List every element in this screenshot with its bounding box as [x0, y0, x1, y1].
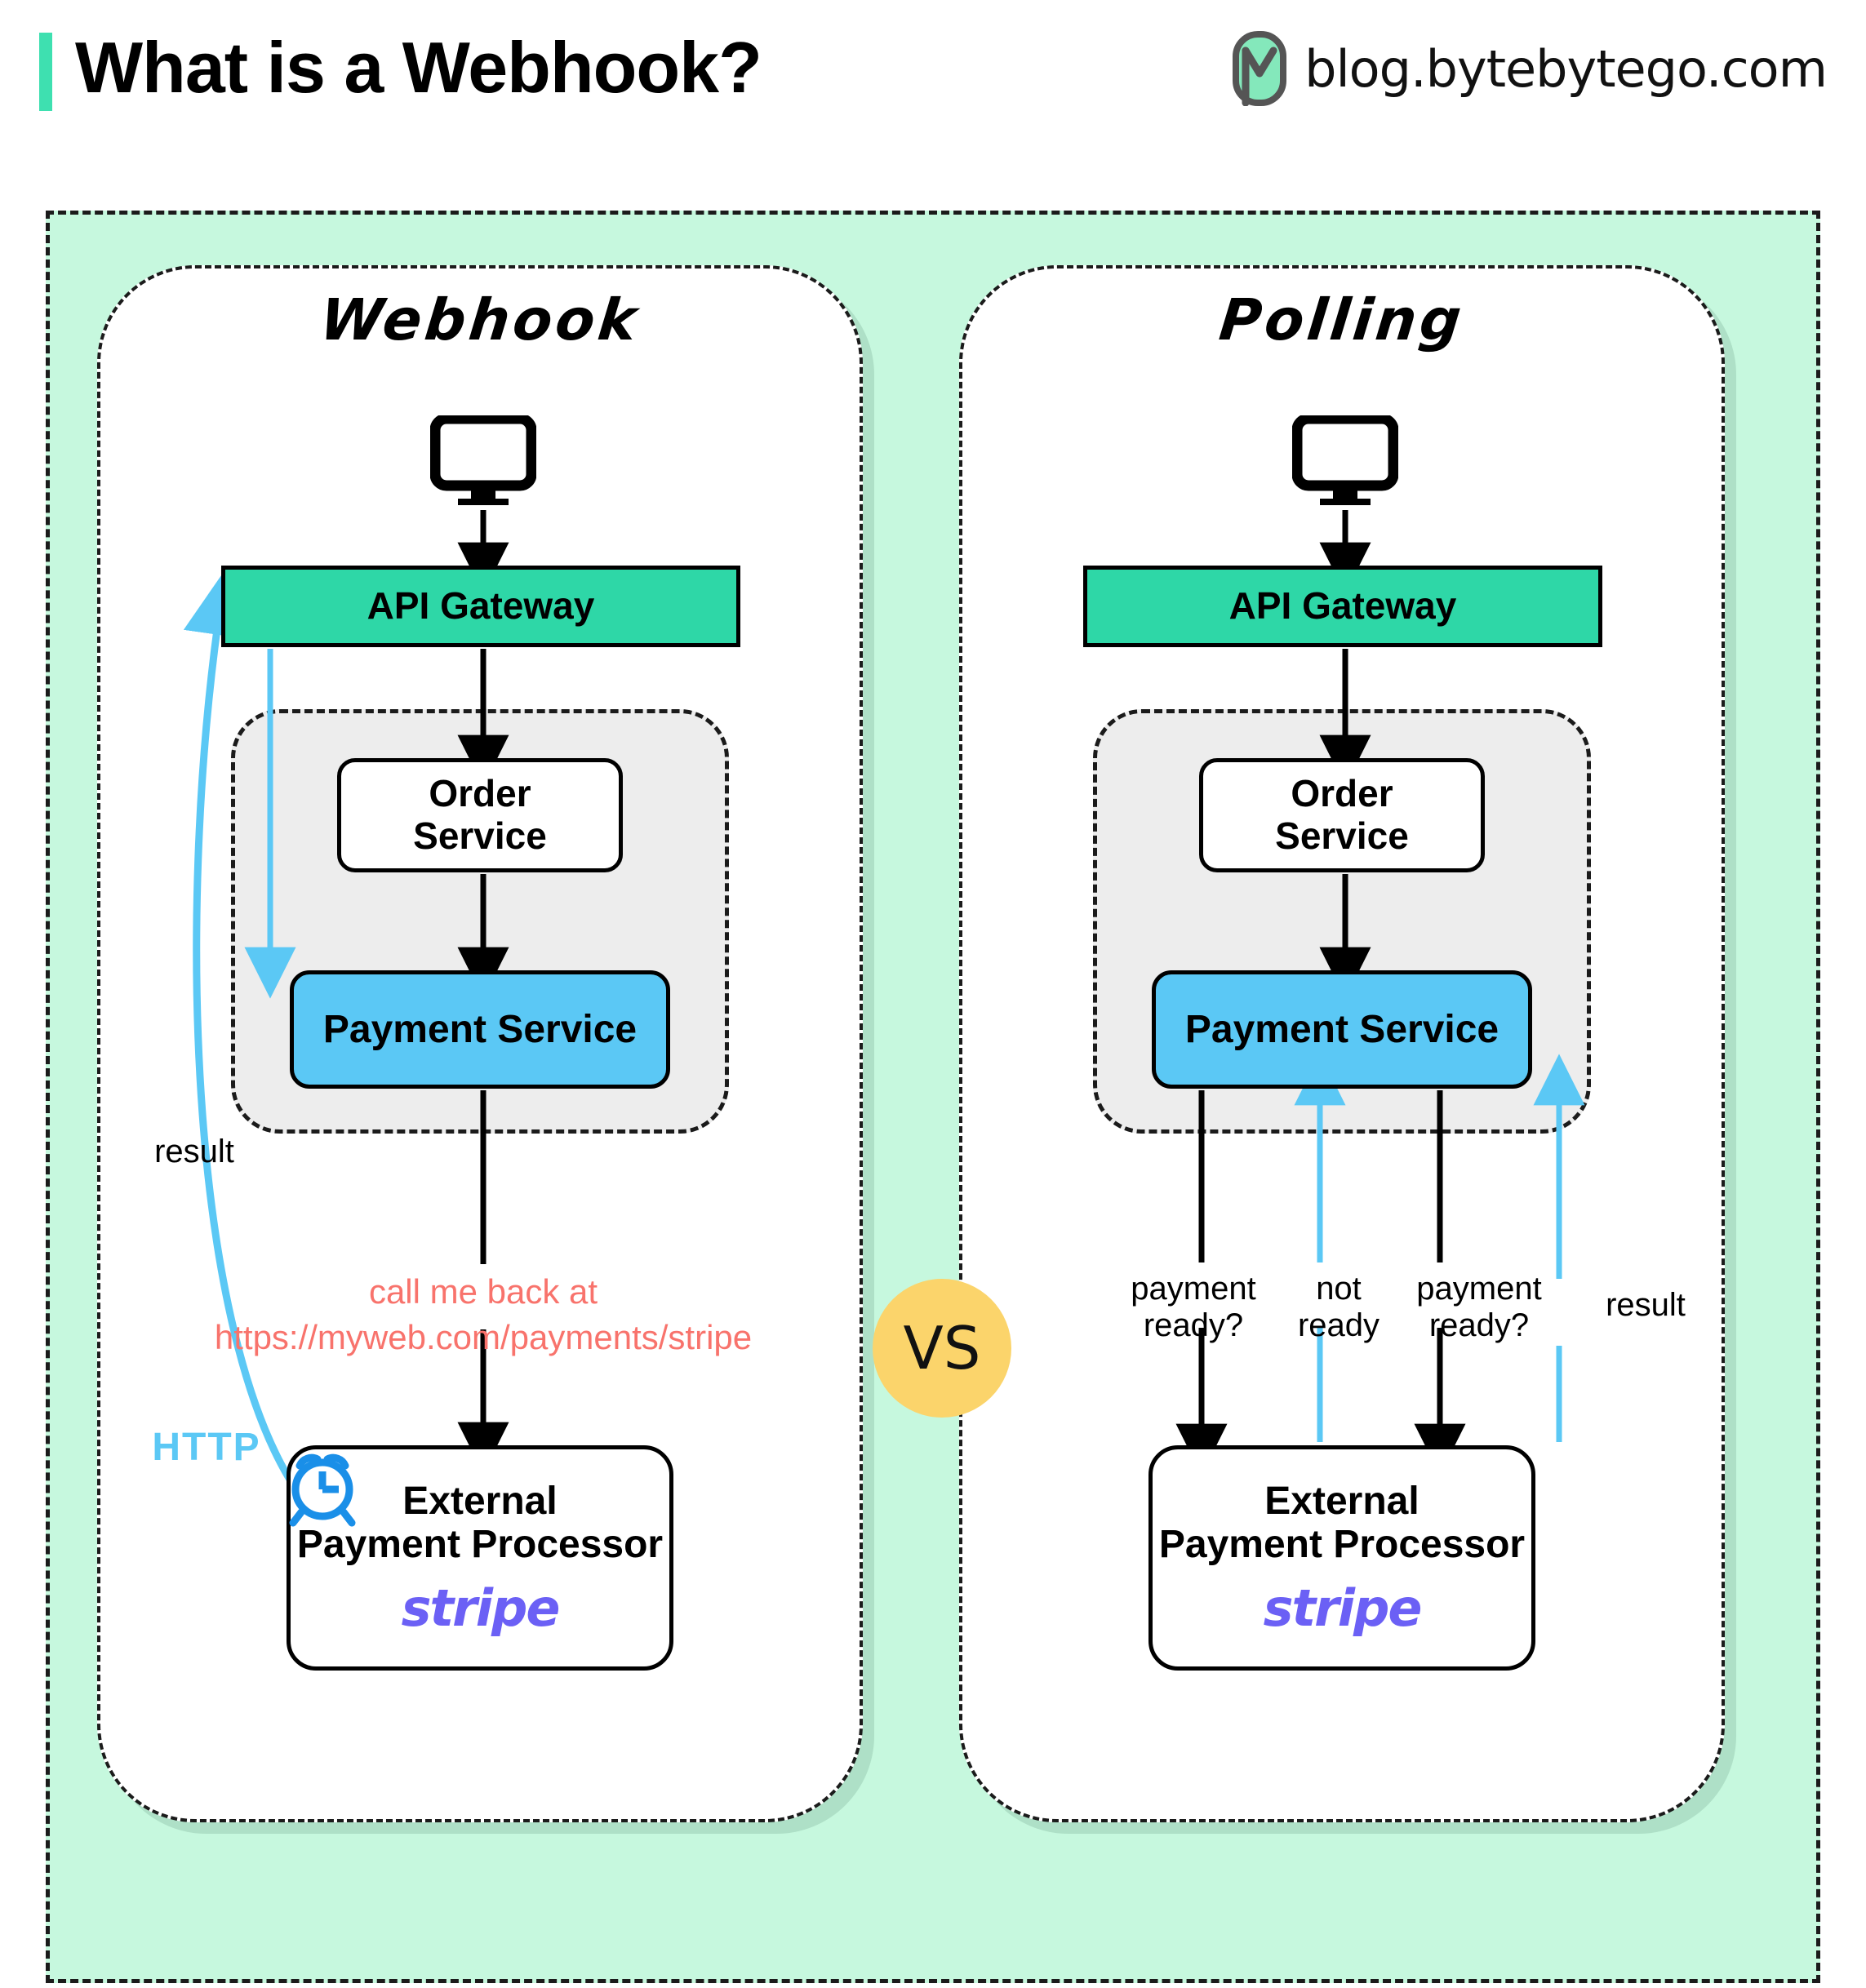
order-line1: Order: [1291, 772, 1393, 815]
order-line2: Service: [413, 814, 547, 857]
node-payment-service[interactable]: Payment Service: [1152, 970, 1532, 1089]
arrow-layer-polling: [1175, 510, 1585, 1475]
poll-label-1-line2: ready: [1297, 1307, 1380, 1343]
panel-polling: Polling Services API Gateway Order Servi…: [959, 265, 1725, 1822]
poll-label-2-line2: ready?: [1428, 1307, 1530, 1343]
result-label: result: [154, 1134, 234, 1169]
vs-badge: VS: [873, 1279, 1011, 1418]
order-line2: Service: [1275, 814, 1409, 857]
callout-line2: https://myweb.com/payments/stripe: [214, 1318, 753, 1356]
callout-line1: call me back at: [368, 1272, 598, 1311]
bytebytego-logo-icon: [1233, 31, 1287, 107]
alarm-clock-icon: [282, 1444, 363, 1529]
order-line1: Order: [429, 772, 531, 815]
poll-label-1-line1: not: [1316, 1271, 1362, 1307]
poll-label-3-line1: result: [1606, 1287, 1686, 1323]
external-line2: Payment Processor: [296, 1523, 664, 1567]
node-order-service[interactable]: Order Service: [337, 758, 623, 872]
poll-label-2-line1: payment: [1416, 1271, 1542, 1307]
poll-label-1: not ready: [1277, 1271, 1400, 1344]
title-accent-bar: [39, 33, 52, 111]
poll-label-3: result: [1576, 1287, 1715, 1324]
stripe-logo-text: stripe: [401, 1578, 561, 1639]
poll-label-2: payment ready?: [1393, 1271, 1565, 1344]
page-title: What is a Webhook?: [75, 27, 762, 108]
payment-service-label: Payment Service: [1184, 1007, 1499, 1051]
node-payment-service[interactable]: Payment Service: [290, 970, 670, 1089]
stripe-logo-text: stripe: [1263, 1578, 1423, 1639]
node-api-gateway[interactable]: API Gateway: [221, 566, 740, 647]
external-line2: Payment Processor: [1158, 1523, 1526, 1567]
external-line1: External: [402, 1479, 558, 1523]
poll-label-0-line2: ready?: [1143, 1307, 1244, 1343]
page-header: What is a Webhook? blog.bytebytego.com: [0, 0, 1866, 131]
panel-webhook: Webhook Services API Gateway Order Servi…: [97, 265, 863, 1822]
external-line1: External: [1264, 1479, 1419, 1523]
monitor-icon: [1291, 413, 1399, 507]
poll-label-0-line1: payment: [1131, 1271, 1256, 1307]
node-order-service[interactable]: Order Service: [1199, 758, 1485, 872]
brand-text: blog.bytebytego.com: [1304, 38, 1828, 99]
http-label: HTTP: [152, 1426, 261, 1469]
node-api-gateway[interactable]: API Gateway: [1083, 566, 1602, 647]
brand-block: blog.bytebytego.com: [1233, 28, 1828, 109]
diagram-canvas: Webhook Services API Gateway Order Servi…: [46, 211, 1820, 1983]
arrow-layer-webhook: [183, 510, 509, 1502]
payment-service-label: Payment Service: [322, 1007, 638, 1051]
node-api-gateway-label: API Gateway: [367, 584, 595, 628]
monitor-icon: [429, 413, 537, 507]
node-api-gateway-label: API Gateway: [1228, 584, 1457, 628]
node-external-payment-processor[interactable]: External Payment Processor stripe: [1148, 1445, 1535, 1671]
poll-label-0: payment ready?: [1108, 1271, 1279, 1344]
